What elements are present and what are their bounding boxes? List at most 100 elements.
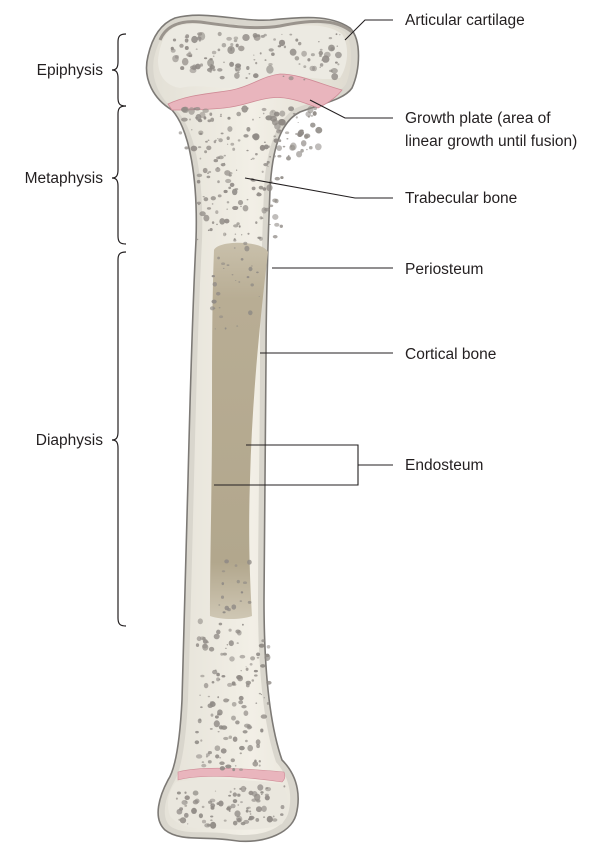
pore [335,52,342,58]
pore [208,229,210,231]
pore [245,787,247,789]
pore [243,134,248,137]
pore [264,142,266,144]
pore [188,107,194,115]
pore [202,109,208,113]
pore [272,818,277,821]
pore [273,235,278,238]
pore [197,239,198,240]
pore [218,138,222,142]
pore [252,761,258,766]
pore [230,43,233,46]
pore [217,68,222,72]
pore [266,184,272,191]
pore [274,155,276,157]
pore [189,119,191,121]
pore [286,138,288,140]
pore [237,804,239,805]
pore [224,155,226,157]
pore [254,670,258,672]
pore [259,693,261,694]
pore [280,176,283,179]
pore [206,641,209,643]
pore [214,634,220,640]
pore [184,791,186,793]
pore [217,138,218,139]
pore [261,794,263,795]
pore [206,753,210,756]
pore [184,813,189,818]
pore [278,130,281,132]
pore [262,108,267,111]
pore [244,710,249,716]
pore [179,131,182,134]
pore [309,146,313,149]
pore [243,242,247,245]
pore [195,740,199,744]
pore [243,581,247,584]
pore [320,63,323,67]
pore [248,818,251,820]
pore [235,188,238,190]
pore [197,32,202,35]
pore [267,166,268,167]
pore [275,177,280,181]
pore [196,48,198,50]
pore [201,764,206,768]
pore [178,819,180,821]
pore [256,272,259,274]
pore [267,702,270,705]
pore [220,114,222,115]
pore [238,46,244,52]
pore [313,111,317,116]
pore [219,218,225,224]
pore [215,328,216,329]
pore [267,161,270,164]
pore [265,787,271,791]
pore [280,813,283,816]
pore [184,805,187,807]
pore [236,325,238,326]
pore [223,737,228,740]
pore [256,652,260,656]
pore [204,57,207,59]
pore [228,174,231,176]
pore [221,596,224,599]
pore [290,49,297,56]
pore [301,140,307,146]
pore [179,44,183,48]
pore [234,247,236,248]
pore [220,115,222,117]
pore [217,257,220,260]
pore [247,560,252,565]
pore [208,140,210,142]
pore [204,197,209,201]
pore [298,134,302,137]
pore [227,644,228,645]
pore [288,155,290,157]
pore [238,200,243,205]
pore [208,696,210,698]
pore [232,206,238,210]
pore [273,135,276,137]
pore [295,39,298,42]
pore [211,196,216,200]
pore [248,310,253,315]
pore [210,816,213,818]
pore [298,63,300,65]
pore [246,127,250,132]
pore [191,146,198,152]
pore [337,63,339,65]
pore [240,801,243,803]
pore [227,806,232,810]
pore [260,52,262,54]
pore [185,795,190,800]
pore [229,736,233,739]
pore [291,146,292,147]
pore [191,808,197,814]
label-articular-cartilage: Articular cartilage [405,12,525,29]
pore [235,629,240,633]
pore [304,134,310,139]
pore [252,119,254,121]
pore [250,813,252,815]
